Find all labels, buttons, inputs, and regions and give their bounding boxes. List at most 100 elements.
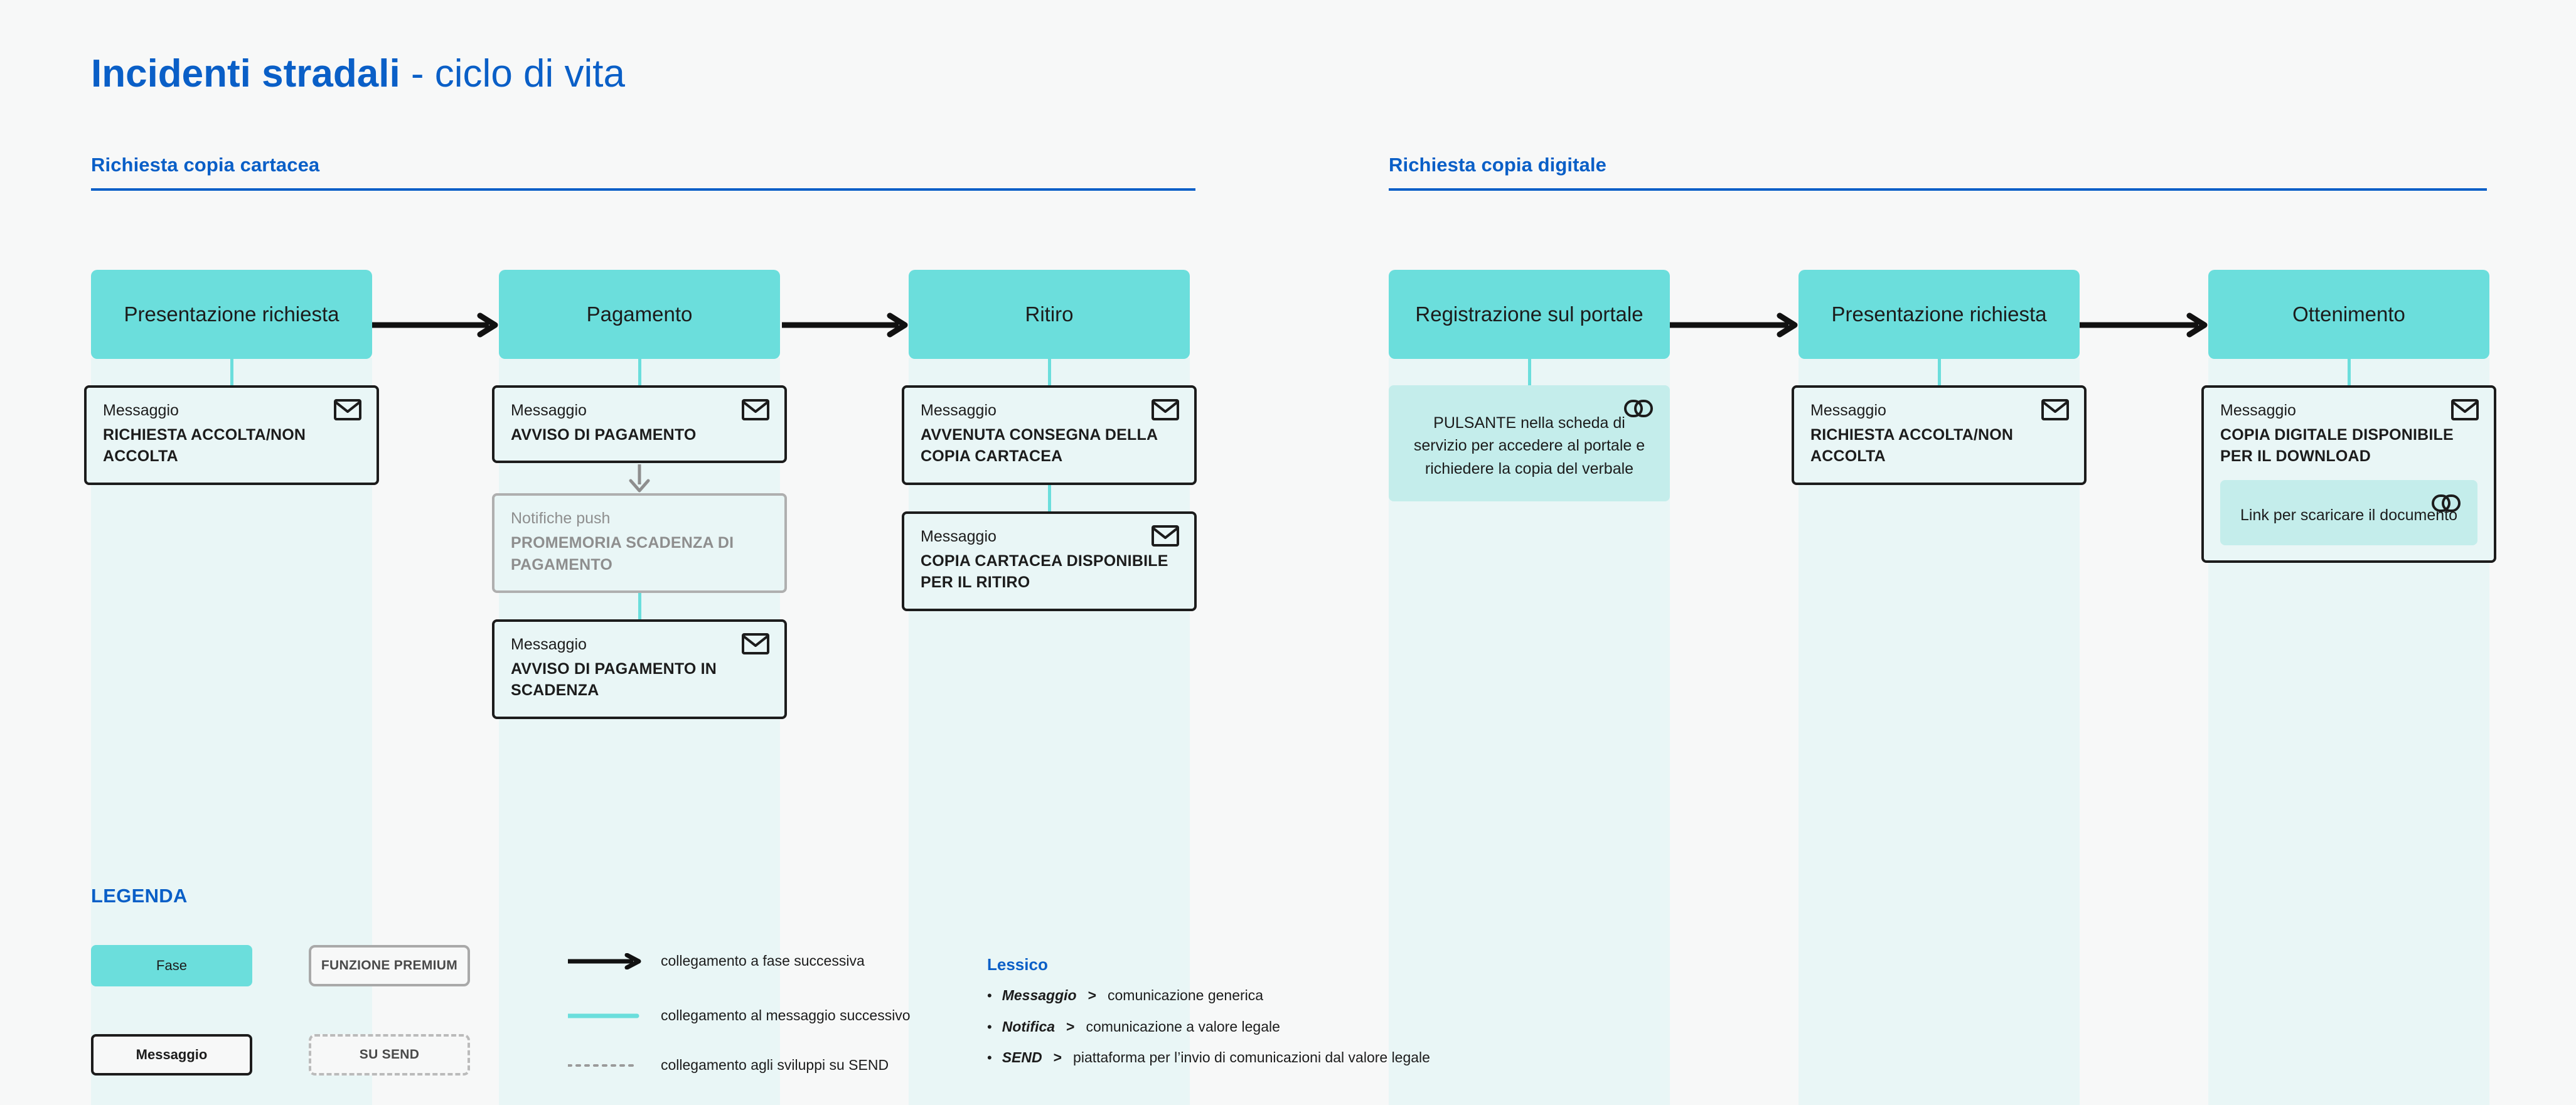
legend-chip-messaggio: Messaggio: [91, 1034, 252, 1076]
legend-title: LEGENDA: [91, 885, 188, 907]
page-title: Incidenti stradali - ciclo di vita: [91, 53, 625, 94]
action-tile-pulsante[interactable]: PULSANTE nella scheda di servizio per ac…: [1389, 385, 1670, 501]
flow-column-registrazione-portale: Registrazione sul portale PULSANTE nella…: [1389, 270, 1670, 1105]
section-label: Richiesta copia digitale: [1389, 154, 1606, 176]
message-kind: Messaggio: [2220, 402, 2296, 419]
action-tile-link-download[interactable]: Link per scaricare il documento: [2220, 479, 2477, 545]
lessico-item: • Notifica > comunicazione a valore lega…: [987, 1018, 1430, 1036]
message-title: PROMEMORIA SCADENZA DI PAGAMENTO: [511, 534, 734, 574]
message-title: RICHIESTA ACCOLTA/NON ACCOLTA: [103, 425, 306, 466]
flow-column-ottenimento: Ottenimento Messaggio COPIA DIGITALE DIS…: [2201, 270, 2496, 1105]
phase-arrow-3: [1670, 312, 1798, 338]
message-connector-line: [638, 359, 641, 385]
message-kind: Messaggio: [921, 527, 997, 545]
link-icon: [1623, 397, 1654, 420]
section-header-cartacea: Richiesta copia cartacea: [91, 154, 1195, 191]
message-connector-line: [1047, 484, 1051, 511]
bullet-icon: •: [987, 988, 992, 1003]
legend-line-send-connector: collegamento agli sviluppi su SEND: [567, 1057, 889, 1074]
message-connector-line: [638, 593, 641, 619]
message-kind: Messaggio: [921, 402, 997, 419]
bullet-icon: •: [987, 1018, 992, 1035]
message-kind: Messaggio: [1810, 402, 1886, 419]
page-title-bold: Incidenti stradali: [91, 52, 400, 95]
message-connector-line: [230, 359, 233, 385]
phase-label: Registrazione sul portale: [1415, 302, 1643, 326]
lessico-item: • Messaggio > comunicazione generica: [987, 987, 1430, 1005]
phase-label: Ottenimento: [2292, 302, 2405, 326]
envelope-icon: [742, 633, 769, 654]
legend-line-message-connector: collegamento al messaggio successivo: [565, 1007, 911, 1024]
message-kind: Notifiche push: [511, 510, 611, 528]
message-card[interactable]: Messaggio RICHIESTA ACCOLTA/NON ACCOLTA: [1792, 385, 2087, 485]
cyan-line-icon: [565, 1008, 644, 1024]
message-card-push-notification[interactable]: Notifiche push PROMEMORIA SCADENZA DI PA…: [492, 493, 787, 593]
lessico-title: Lessico: [987, 955, 1048, 974]
message-title: COPIA CARTACEA DISPONIBILE PER IL RITIRO: [921, 552, 1168, 592]
phase-box[interactable]: Ritiro: [909, 270, 1190, 359]
message-card[interactable]: Messaggio COPIA CARTACEA DISPONIBILE PER…: [902, 511, 1197, 611]
message-title: RICHIESTA ACCOLTA/NON ACCOLTA: [1810, 425, 2014, 466]
section-rule: [1389, 188, 2487, 191]
tile-text: Link per scaricare il documento: [2240, 506, 2457, 524]
lessico-definition: comunicazione generica: [1108, 987, 1264, 1003]
envelope-icon: [2041, 399, 2069, 420]
dotted-line-icon: [567, 1057, 644, 1074]
message-card[interactable]: Messaggio AVVENUTA CONSEGNA DELLA COPIA …: [902, 385, 1197, 485]
message-connector-line: [1937, 359, 1941, 385]
message-kind: Messaggio: [103, 402, 179, 419]
section-rule: [91, 188, 1195, 191]
lessico-item: • SEND > piattaforma per l’invio di comu…: [987, 1049, 1430, 1067]
flow-column-presentazione-richiesta: Presentazione richiesta Messaggio RICHIE…: [84, 270, 379, 1105]
tile-text: PULSANTE nella scheda di servizio per ac…: [1413, 414, 1645, 478]
lessico-term: Messaggio: [1002, 987, 1077, 1003]
flow-column-presentazione-richiesta-digitale: Presentazione richiesta Messaggio RICHIE…: [1792, 270, 2087, 1105]
phase-box[interactable]: Registrazione sul portale: [1389, 270, 1670, 359]
envelope-icon: [334, 399, 361, 420]
message-card[interactable]: Messaggio RICHIESTA ACCOLTA/NON ACCOLTA: [84, 385, 379, 485]
flow-column-pagamento: Pagamento Messaggio AVVISO DI PAGAMENTO …: [492, 270, 787, 1105]
message-connector-line: [1047, 359, 1051, 385]
lessico-definition: piattaforma per l’invio di comunicazioni…: [1073, 1049, 1430, 1066]
lessico-term: Notifica: [1002, 1018, 1056, 1035]
lessico-separator: >: [1088, 987, 1097, 1003]
legend-line-label: collegamento agli sviluppi su SEND: [661, 1057, 889, 1073]
legend-chip-su-send: SU SEND: [309, 1034, 470, 1076]
message-kind: Messaggio: [511, 402, 587, 419]
message-card[interactable]: Messaggio AVVISO DI PAGAMENTO: [492, 385, 787, 464]
lessico-term: SEND: [1002, 1049, 1042, 1066]
down-arrow-connector: [499, 463, 780, 493]
message-card[interactable]: Messaggio COPIA DIGITALE DISPONIBILE PER…: [2201, 385, 2496, 563]
message-connector-line: [1527, 359, 1531, 385]
envelope-icon: [1152, 525, 1179, 547]
section-header-digitale: Richiesta copia digitale: [1389, 154, 2487, 191]
phase-label: Ritiro: [1025, 302, 1074, 326]
phase-label: Presentazione richiesta: [124, 302, 339, 326]
phase-box[interactable]: Presentazione richiesta: [1798, 270, 2080, 359]
message-kind: Messaggio: [511, 636, 587, 653]
legend-line-label: collegamento a fase successiva: [661, 953, 865, 969]
phase-arrow-1: [372, 312, 499, 338]
phase-arrow-2: [782, 312, 909, 338]
phase-box[interactable]: Ottenimento: [2208, 270, 2489, 359]
message-title: AVVISO DI PAGAMENTO IN SCADENZA: [511, 659, 717, 700]
envelope-icon: [1152, 399, 1179, 420]
envelope-icon: [742, 399, 769, 420]
phase-label: Presentazione richiesta: [1831, 302, 2047, 326]
envelope-icon: [2451, 399, 2479, 420]
link-icon: [2431, 491, 2461, 515]
phase-box[interactable]: Pagamento: [499, 270, 780, 359]
legend-chip-premium: FUNZIONE PREMIUM: [309, 945, 470, 986]
lessico-block: Lessico • Messaggio > comunicazione gene…: [987, 955, 1430, 1081]
legend-chip-fase: Fase: [91, 945, 252, 986]
flow-column-ritiro: Ritiro Messaggio AVVENUTA CONSEGNA DELLA…: [902, 270, 1197, 1105]
bullet-icon: •: [987, 1050, 992, 1066]
message-title: AVVENUTA CONSEGNA DELLA COPIA CARTACEA: [921, 425, 1158, 466]
message-title: AVVISO DI PAGAMENTO: [511, 425, 697, 444]
solid-arrow-icon: [568, 953, 644, 969]
lessico-separator: >: [1053, 1049, 1062, 1066]
phase-box[interactable]: Presentazione richiesta: [91, 270, 372, 359]
lessico-definition: comunicazione a valore legale: [1086, 1018, 1280, 1035]
message-connector-line: [2347, 359, 2351, 385]
message-card[interactable]: Messaggio AVVISO DI PAGAMENTO IN SCADENZ…: [492, 619, 787, 719]
